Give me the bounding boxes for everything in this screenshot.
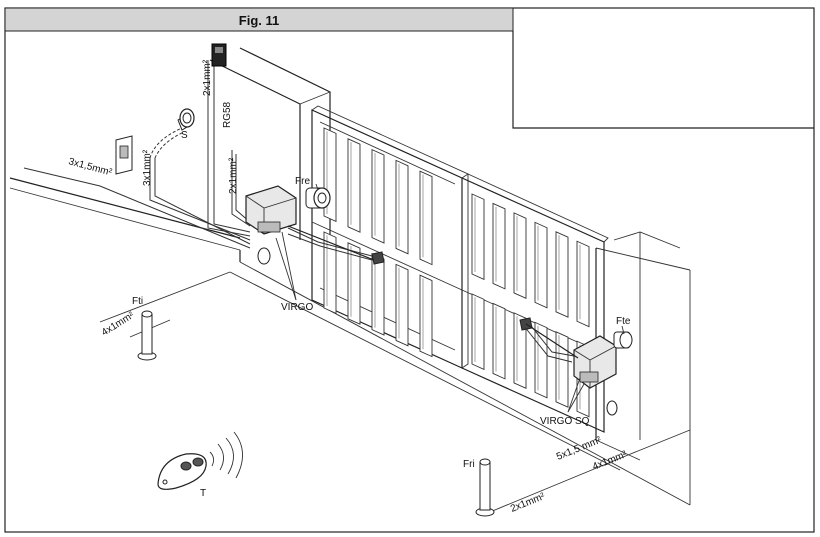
- gate-panel: [395, 263, 409, 347]
- figure-title: Fig. 11: [239, 13, 279, 28]
- fte-label: Fte: [616, 316, 631, 327]
- photocell-fte-icon: [613, 331, 633, 349]
- gate-panel: [347, 138, 361, 233]
- fre-label: Fre: [295, 176, 310, 187]
- gate-panel: [419, 274, 433, 358]
- key-selector-icon: [177, 108, 195, 131]
- gate-panel: [395, 159, 409, 255]
- transmitter-icon: [157, 431, 243, 490]
- cable-fre-label: 2x1mm²: [228, 157, 239, 194]
- gate-panel: [371, 252, 385, 336]
- gate-panel: [534, 221, 548, 309]
- gate-panel: [513, 212, 527, 299]
- gate-panel: [371, 148, 385, 244]
- control-box-icon: [115, 135, 133, 175]
- gate-panel: [576, 240, 590, 328]
- cable-antenna-label: 2x1mm²: [202, 59, 213, 96]
- photocell-fri-icon: [475, 458, 495, 517]
- antenna-icon: [211, 43, 227, 67]
- rg58-label: RG58: [222, 101, 233, 128]
- virgo-operator-icon: [245, 185, 385, 265]
- virgo-sq-label: VIRGO SQ: [540, 416, 590, 427]
- cable-runs: [23, 60, 575, 363]
- label-leaders: [275, 183, 625, 413]
- fti-label: Fti: [132, 296, 143, 307]
- cable-selector-label: 3x1mm²: [142, 149, 153, 186]
- gate-panels: [323, 127, 590, 418]
- figure-frame: Fig. 11: [4, 7, 815, 533]
- virgo-sq-operator-icon: [519, 317, 618, 416]
- gate-panel: [555, 331, 569, 408]
- gate-panel: [471, 193, 485, 281]
- photocell-fre-icon: [305, 187, 331, 209]
- gate-left-leaf: [311, 105, 469, 369]
- fri-label: Fri: [463, 459, 475, 470]
- gate-panel: [471, 293, 485, 371]
- virgo-label: VIRGO: [281, 302, 313, 313]
- gate-panel: [492, 202, 506, 290]
- gate-panel: [419, 170, 433, 266]
- selector-label: S: [181, 130, 188, 141]
- photocell-fti-icon: [137, 310, 157, 361]
- transmitter-label: T: [200, 488, 206, 499]
- gate-panel: [492, 302, 506, 380]
- gate-panel: [555, 231, 569, 318]
